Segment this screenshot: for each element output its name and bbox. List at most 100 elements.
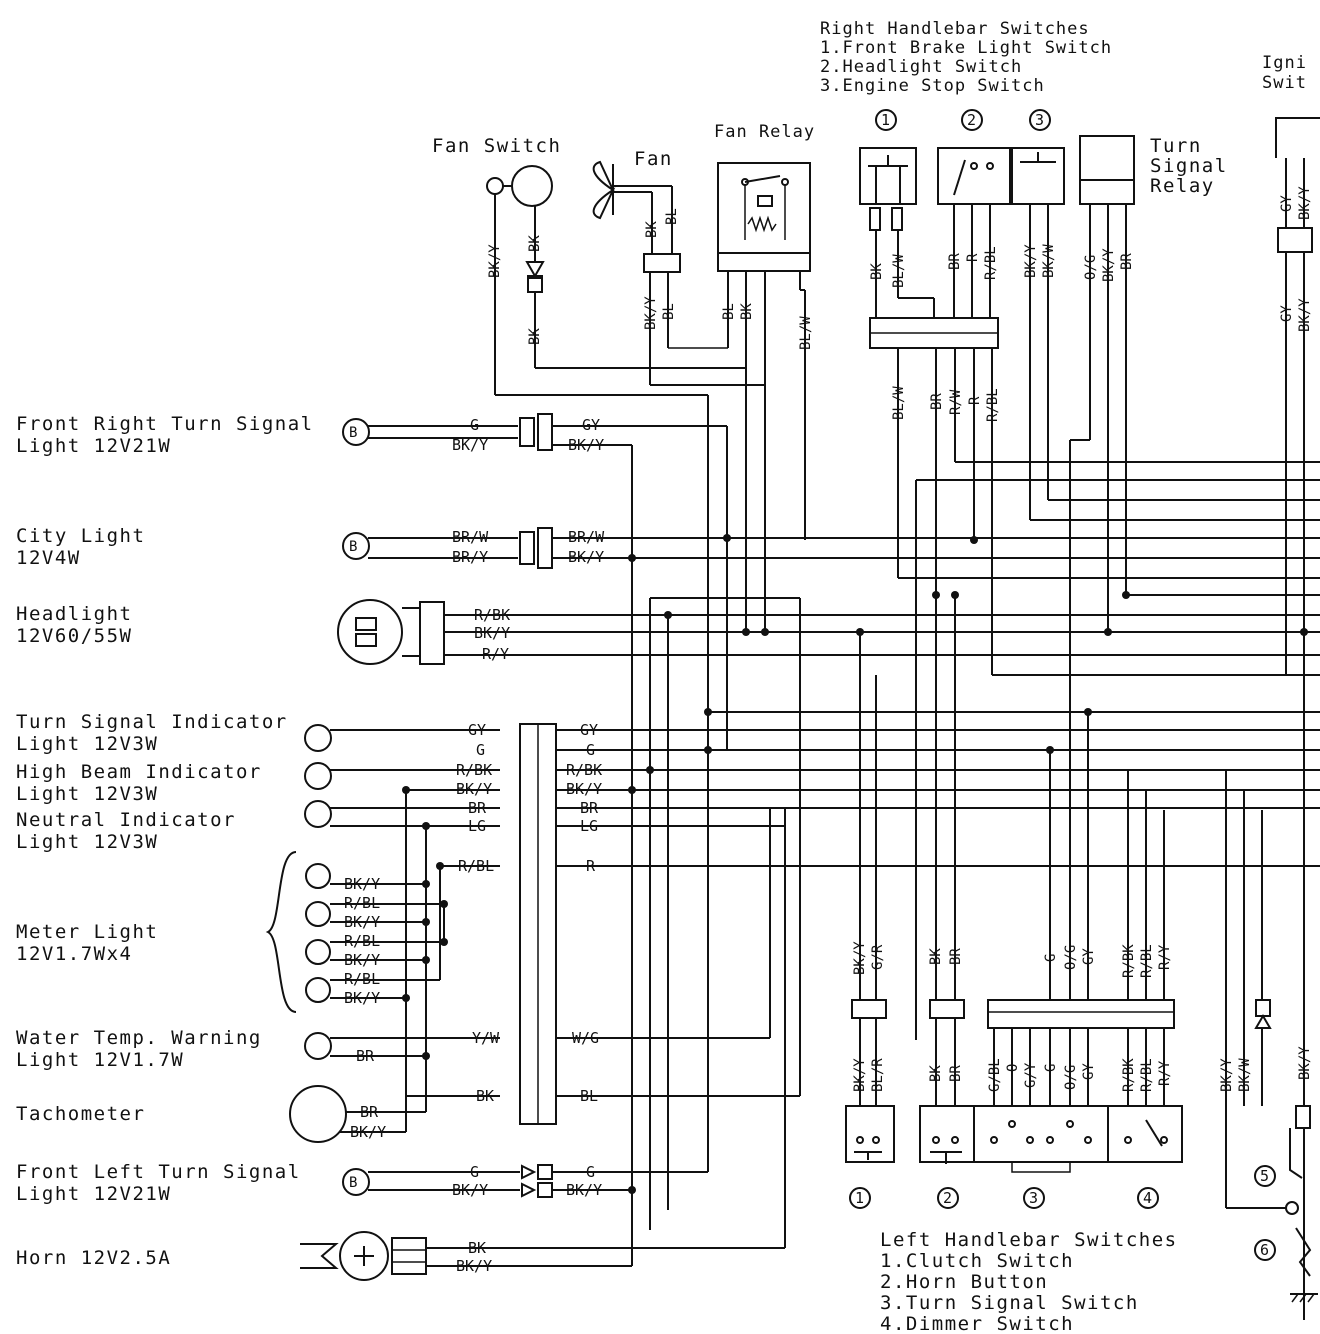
svg-text:BK/Y: BK/Y (568, 548, 604, 566)
svg-text:O/G: O/G (1063, 1065, 1079, 1090)
svg-text:R/BL: R/BL (344, 970, 380, 988)
svg-text:1: 1 (855, 1189, 864, 1207)
svg-text:G: G (586, 1163, 595, 1181)
svg-text:BK: BK (468, 1239, 486, 1257)
left-switches-legend: Left Handlebar Switches 1.Clutch Switch … (880, 1229, 1176, 1334)
svg-text:G/R: G/R (870, 944, 886, 970)
right-switch-item-3: 3.Engine Stop Switch (820, 76, 1045, 96)
fan: Fan BK BL BK/Y BL (592, 148, 681, 385)
neutral-label-1: Neutral Indicator (16, 809, 236, 831)
svg-text:R/BL: R/BL (458, 857, 494, 875)
svg-text:BK: BK (739, 303, 755, 320)
city-light-label-1: City Light (16, 525, 145, 547)
svg-text:BK/Y: BK/Y (344, 875, 380, 893)
svg-text:R/BL: R/BL (344, 932, 380, 950)
svg-text:3: 3 (1035, 111, 1044, 129)
svg-text:BR: BR (948, 1065, 964, 1082)
fan-switch-label: Fan Switch (432, 135, 561, 157)
svg-text:BL/W: BL/W (891, 386, 907, 420)
horn: BK BK/Y (300, 1231, 500, 1281)
svg-text:Igni: Igni (1262, 53, 1307, 73)
front-left-turn-label-2: Light 12V21W (16, 1183, 171, 1205)
svg-text:B: B (349, 1175, 357, 1191)
front-left-turn-label-1: Front Left Turn Signal (16, 1161, 301, 1183)
svg-text:BK: BK (928, 948, 944, 965)
svg-text:BL/W: BL/W (798, 316, 814, 350)
svg-text:BR/W: BR/W (452, 528, 489, 546)
right-switch-item-1: 1.Front Brake Light Switch (820, 38, 1112, 58)
svg-text:BK/Y: BK/Y (1219, 1058, 1235, 1092)
water-temp-label-2: Light 12V1.7W (16, 1049, 184, 1071)
fan-relay: Fan Relay BL BK BL/W (668, 122, 815, 632)
svg-text:BK/Y: BK/Y (852, 941, 868, 975)
svg-text:G: G (1043, 1064, 1059, 1072)
svg-text:BK/Y: BK/Y (452, 1181, 488, 1199)
svg-text:BK: BK (527, 328, 543, 345)
svg-text:BK/Y: BK/Y (344, 951, 380, 969)
turn-indicator-label-2: Light 12V3W (16, 733, 158, 755)
svg-text:BK: BK (527, 235, 543, 252)
svg-text:R/Y: R/Y (1157, 1060, 1173, 1086)
svg-text:R: R (965, 253, 981, 262)
neutral-label-2: Light 12V3W (16, 831, 158, 853)
svg-text:2: 2 (943, 1189, 952, 1207)
junction-dots (402, 534, 1308, 1194)
svg-text:BK/Y: BK/Y (1023, 244, 1039, 278)
svg-text:LG: LG (468, 817, 486, 835)
svg-text:BL/R: BL/R (870, 1058, 886, 1092)
fan-relay-label: Fan Relay (714, 122, 815, 142)
svg-text:BL/W: BL/W (891, 254, 907, 288)
svg-text:Signal: Signal (1150, 155, 1228, 177)
left-switch-item-3: 3.Turn Signal Switch (880, 1292, 1139, 1314)
svg-text:GY: GY (1279, 195, 1295, 212)
left-switch-item-2: 2.Horn Button (880, 1271, 1048, 1293)
svg-text:G: G (476, 741, 485, 759)
svg-text:BL: BL (664, 208, 680, 225)
svg-text:BK/Y: BK/Y (1297, 298, 1313, 332)
svg-text:BK/Y: BK/Y (344, 989, 380, 1007)
svg-text:BR: BR (360, 1103, 379, 1121)
svg-text:BK/Y: BK/Y (1297, 1046, 1313, 1080)
svg-text:BL: BL (661, 303, 677, 320)
svg-text:R/BL: R/BL (983, 246, 999, 280)
tachometer-label: Tachometer (16, 1103, 145, 1125)
svg-text:BK/Y: BK/Y (566, 1181, 602, 1199)
svg-text:BK: BK (644, 221, 660, 238)
right-edge-devices: 5 6 BK/Y BK/W BK/Y (1219, 999, 1318, 1303)
right-switch-item-2: 2.Headlight Switch (820, 57, 1022, 77)
svg-text:BK/Y: BK/Y (487, 244, 503, 278)
svg-text:BR/W: BR/W (568, 528, 605, 546)
horn-label: Horn 12V2.5A (16, 1247, 171, 1269)
headlight-label-2: 12V60/55W (16, 625, 132, 647)
high-beam-label-2: Light 12V3W (16, 783, 158, 805)
ignition-switch: GY BK/Y GY BK/Y (1275, 117, 1320, 1320)
svg-text:BK/Y: BK/Y (1297, 186, 1313, 220)
svg-text:R/BK: R/BK (1121, 1058, 1137, 1092)
harness-verticals (495, 367, 1320, 1266)
svg-text:R: R (967, 396, 983, 405)
svg-text:BK/W: BK/W (1237, 1058, 1253, 1092)
left-handlebar-switches: BK/Y G/R BK BR G O/G GY R/BK R/BL R/Y BK… (845, 941, 1183, 1209)
svg-text:G: G (1043, 954, 1059, 962)
svg-text:BK/Y: BK/Y (344, 913, 380, 931)
svg-text:BK/W: BK/W (1041, 244, 1057, 278)
meter-light-label-2: 12V1.7Wx4 (16, 943, 132, 965)
svg-text:6: 6 (1260, 1241, 1269, 1259)
svg-text:BR: BR (929, 393, 945, 410)
svg-text:R/BK: R/BK (474, 606, 510, 624)
svg-text:O/G: O/G (1063, 945, 1079, 970)
svg-text:G: G (470, 1163, 479, 1181)
svg-text:Turn: Turn (1150, 135, 1202, 157)
right-switches-legend: Right Handlebar Switches 1.Front Brake L… (820, 19, 1112, 96)
turn-indicator-label-1: Turn Signal Indicator (16, 711, 288, 733)
component-labels: Front Right Turn Signal Light 12V21W Cit… (16, 413, 312, 1269)
svg-text:1: 1 (881, 111, 890, 129)
svg-text:BK/Y: BK/Y (452, 436, 488, 454)
meter-cluster: GY G R/BK BK/Y BR LG R/BL Y/W BK GY G R/… (265, 721, 640, 1143)
svg-text:BR: BR (1119, 253, 1135, 270)
svg-text:4: 4 (1143, 1189, 1152, 1207)
svg-text:5: 5 (1260, 1167, 1269, 1185)
svg-text:BK/Y: BK/Y (456, 1257, 492, 1275)
front-right-turn-label-2: Light 12V21W (16, 435, 171, 457)
